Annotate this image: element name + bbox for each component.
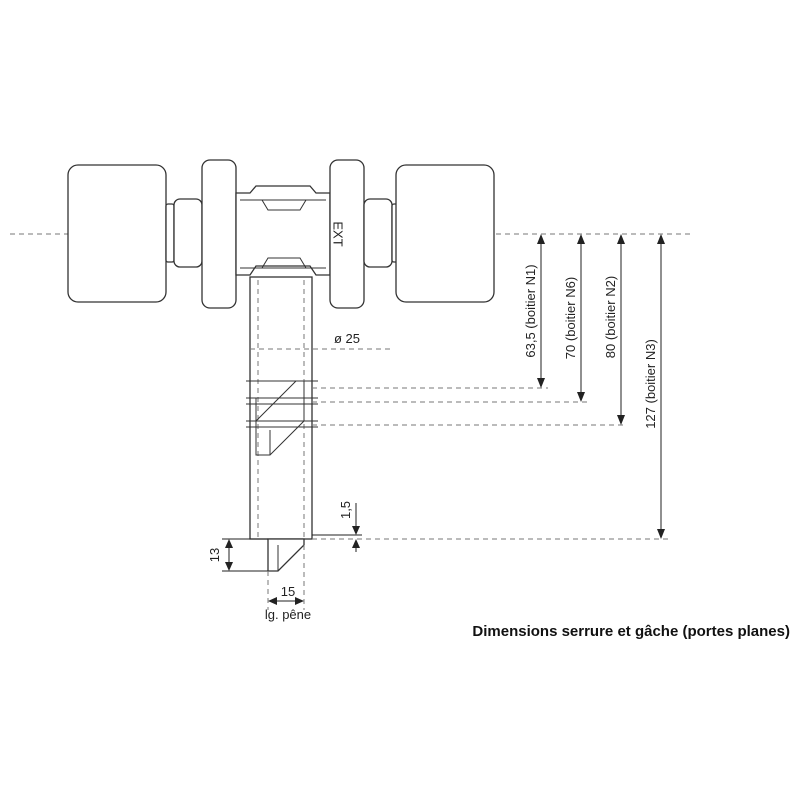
bolt-length-label: lg. pêne <box>265 607 311 622</box>
latch-bolt <box>267 538 305 572</box>
dimension-width: 15 lg. pêne <box>265 545 311 622</box>
caption: Dimensions serrure et gâche (portes plan… <box>472 623 790 640</box>
dimension-width-label: 15 <box>281 584 295 599</box>
left-knob-neck <box>165 203 175 263</box>
diameter-label: ø 25 <box>334 331 360 346</box>
dimension-offset-label: 1,5 <box>338 501 353 519</box>
ext-label: EXT <box>331 221 346 246</box>
dimension-n6: 70 (boitier N6) <box>563 234 585 402</box>
dimension-n3: 127 (boitier N3) <box>643 234 665 539</box>
dimension-height-label: 13 <box>207 548 222 562</box>
right-knob <box>395 164 495 303</box>
right-shank <box>363 198 393 268</box>
bolt-bevel <box>255 380 305 456</box>
left-rosette <box>201 159 237 309</box>
dimension-n2-label: 80 (boitier N2) <box>603 276 618 358</box>
left-shank <box>173 198 203 268</box>
left-knob <box>67 164 167 303</box>
strike-body <box>249 276 313 540</box>
latch-housing <box>235 185 331 276</box>
latch-cam <box>261 257 307 269</box>
dimension-height: 13 <box>207 538 268 572</box>
dimension-n2: 80 (boitier N2) <box>603 234 625 425</box>
dimension-n1-label: 63,5 (boitier N1) <box>523 264 538 357</box>
dimension-n3-label: 127 (boitier N3) <box>643 339 658 429</box>
dimension-offset: 1,5 <box>312 501 362 552</box>
dimension-n1: 63,5 (boitier N1) <box>523 234 545 388</box>
dimension-n6-label: 70 (boitier N6) <box>563 277 578 359</box>
latch-spindle <box>261 199 307 211</box>
